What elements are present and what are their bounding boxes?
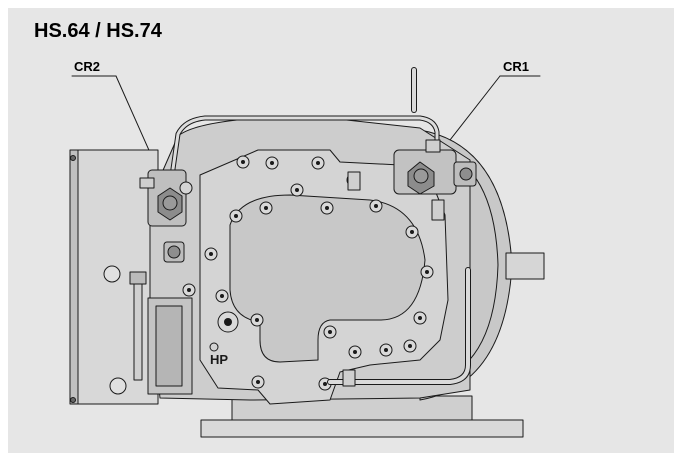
- terminal-box-screw: [109, 377, 127, 395]
- bottom-pipe: [328, 268, 470, 384]
- hp-marking: HP: [210, 352, 228, 367]
- base-plate: [200, 419, 524, 438]
- figure-title: HS.64 / HS.74: [34, 20, 162, 42]
- callout-label-cr1: CR1: [503, 59, 530, 74]
- terminal-box-screw: [103, 265, 121, 283]
- callout-label-cr2: CR2: [74, 59, 101, 74]
- oil-pipe: [133, 279, 143, 381]
- terminal-box-edge: [69, 149, 79, 405]
- fitting: [342, 369, 356, 387]
- fitting: [347, 171, 361, 191]
- oil-pump-cover: [229, 194, 426, 363]
- cr1-valve: [393, 139, 477, 221]
- cr2-valve: [139, 169, 193, 263]
- drive-shaft: [505, 252, 545, 280]
